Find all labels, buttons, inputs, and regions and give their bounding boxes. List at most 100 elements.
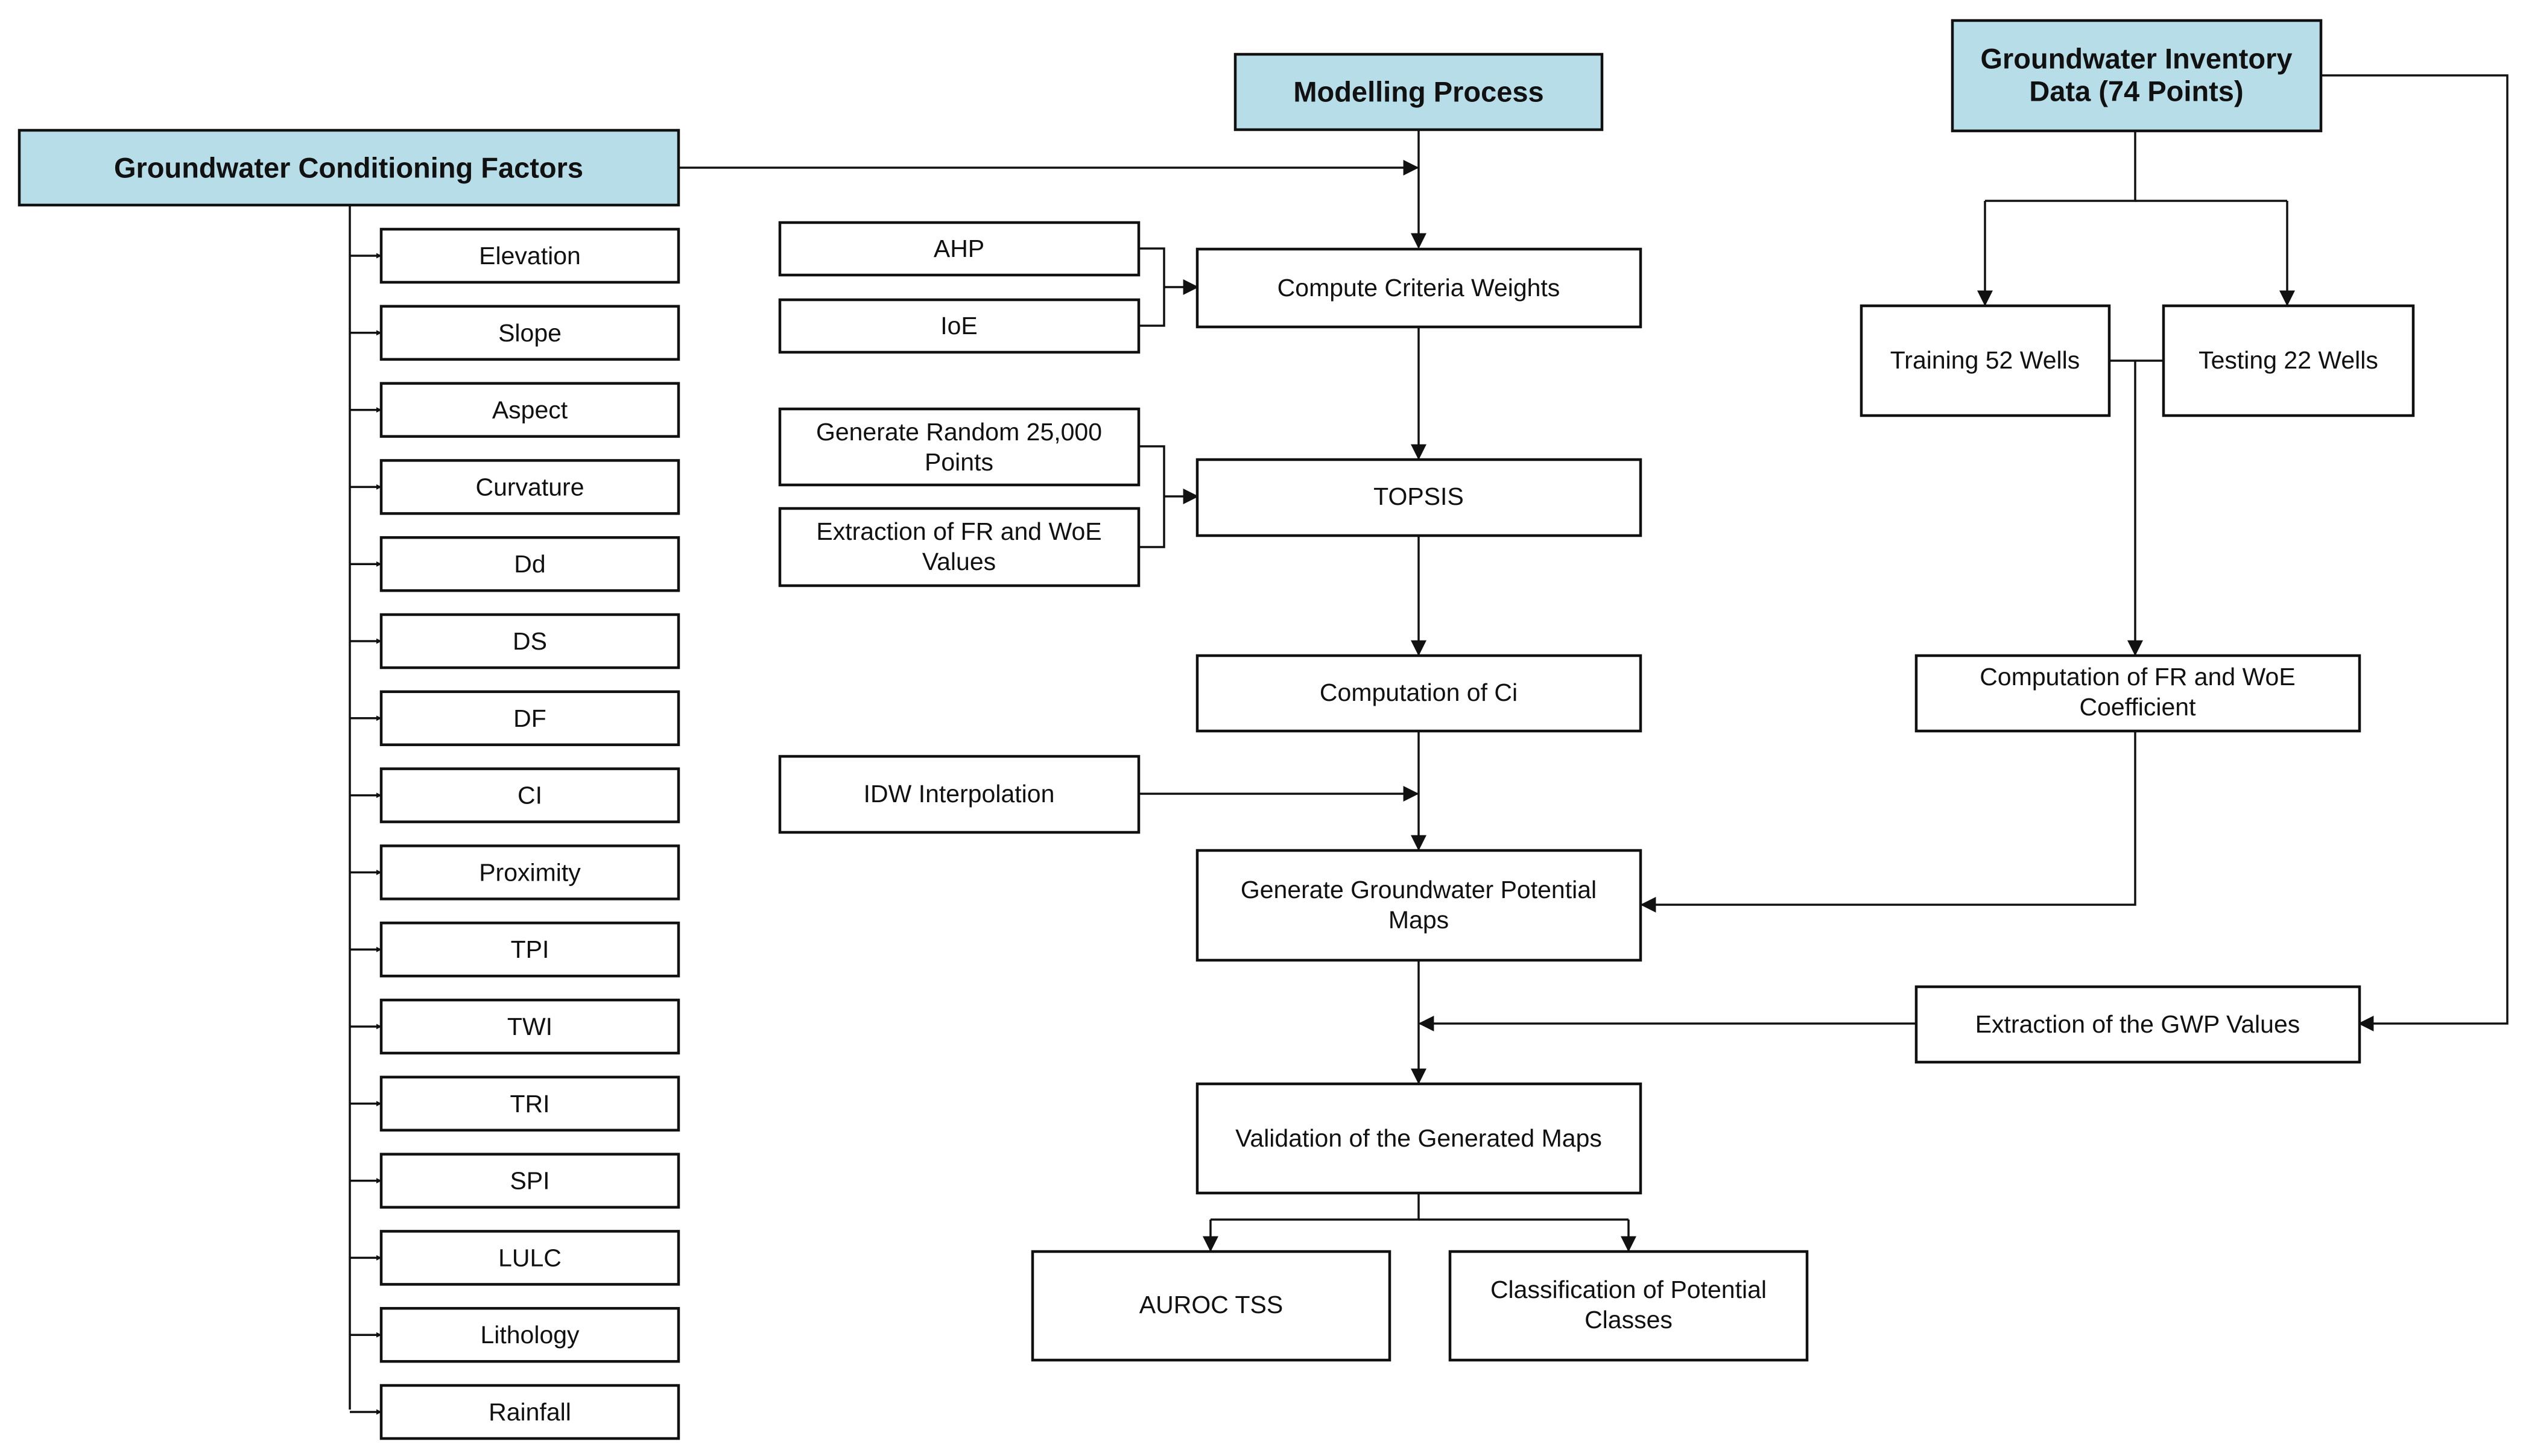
factor-spi: SPI xyxy=(379,1153,680,1209)
factor-slope: Slope xyxy=(379,305,680,361)
factor-label: Dd xyxy=(514,550,545,578)
header-conditioning-box xyxy=(17,128,680,207)
factor-curvature: Curvature xyxy=(379,459,680,515)
inventory-fr-woe-line2: Coefficient xyxy=(2080,693,2197,721)
factor-label: TPI xyxy=(511,935,549,963)
factor-lulc: LULC xyxy=(379,1230,680,1286)
factor-box xyxy=(379,305,680,361)
input-ahp: AHP xyxy=(778,221,1141,277)
factor-ci: CI xyxy=(379,767,680,823)
output-classification-line1: Classification of Potential xyxy=(1490,1276,1767,1303)
inventory-testing-box xyxy=(2162,304,2415,417)
factor-box xyxy=(379,844,680,901)
input-extraction-values: Extraction of FR and WoE Values xyxy=(778,507,1141,587)
factor-tpi: TPI xyxy=(379,921,680,978)
inventory-testing: Testing 22 Wells xyxy=(2162,304,2415,417)
header-inventory-label-line2: Data (74 Points) xyxy=(2029,75,2243,107)
factor-box xyxy=(379,767,680,823)
input-random-points: Generate Random 25,000 Points xyxy=(778,407,1141,487)
inventory-fr-woe-box xyxy=(1914,654,2361,733)
input-ahp-box xyxy=(778,221,1141,277)
process-ci-label: Computation of Ci xyxy=(1320,679,1518,706)
connector-validation-split xyxy=(1211,1193,1420,1221)
header-conditioning-label: Groundwater Conditioning Factors xyxy=(114,152,583,184)
factor-label: DS xyxy=(513,627,547,655)
connector-ahp-ioe-bracket xyxy=(1139,247,1165,327)
process-topsis-box xyxy=(1195,458,1642,537)
factor-label: Curvature xyxy=(475,473,584,501)
output-auroc: AUROC TSS xyxy=(1031,1250,1391,1362)
header-modelling: Modelling Process xyxy=(1233,52,1604,131)
factor-proximity: Proximity xyxy=(379,844,680,901)
input-ioe: IoE xyxy=(778,298,1141,354)
factor-tri: TRI xyxy=(379,1075,680,1132)
input-ahp-label: AHP xyxy=(934,235,984,262)
factor-box xyxy=(379,1153,680,1209)
input-ioe-box xyxy=(778,298,1141,354)
connector-fr-woe-to-gwp xyxy=(1640,731,2136,913)
factor-box xyxy=(379,998,680,1055)
factor-box xyxy=(379,690,680,747)
process-criteria-weights-box xyxy=(1195,247,1642,329)
input-random-points-line2: Points xyxy=(925,448,993,476)
connector-inventory-split xyxy=(1985,131,2136,202)
factor-box xyxy=(379,536,680,592)
factor-box xyxy=(379,921,680,978)
connector-random-extraction-bracket xyxy=(1139,445,1165,548)
input-idw-box xyxy=(778,755,1141,834)
input-extraction-values-line2: Values xyxy=(922,548,996,575)
process-validation: Validation of the Generated Maps xyxy=(1195,1082,1642,1195)
process-gwp-maps-line1: Generate Groundwater Potential xyxy=(1241,876,1597,904)
inventory-fr-woe-line1: Computation of FR and WoE xyxy=(1980,663,2295,691)
factor-box xyxy=(379,613,680,669)
input-ioe-label: IoE xyxy=(940,312,978,340)
factor-label: Rainfall xyxy=(489,1398,571,1426)
inventory-training-box xyxy=(1860,304,2111,417)
factor-box xyxy=(379,459,680,515)
header-modelling-label: Modelling Process xyxy=(1293,76,1543,108)
factor-box xyxy=(379,382,680,438)
process-topsis-label: TOPSIS xyxy=(1373,483,1464,510)
input-idw: IDW Interpolation xyxy=(778,755,1141,834)
factor-rainfall: Rainfall xyxy=(379,1384,680,1440)
output-classification-box xyxy=(1448,1250,1809,1362)
process-criteria-weights-label: Compute Criteria Weights xyxy=(1277,274,1560,302)
factor-label: LULC xyxy=(498,1244,562,1271)
process-gwp-maps-line2: Maps xyxy=(1388,906,1449,934)
process-ci-box xyxy=(1195,654,1642,733)
output-classification-line2: Classes xyxy=(1584,1306,1673,1334)
connectors xyxy=(349,74,2509,1415)
process-validation-label: Validation of the Generated Maps xyxy=(1235,1124,1602,1152)
process-topsis: TOPSIS xyxy=(1195,458,1642,537)
factor-box xyxy=(379,1075,680,1132)
input-random-points-line1: Generate Random 25,000 xyxy=(816,418,1102,446)
factor-label: Aspect xyxy=(492,396,568,424)
inventory-testing-label: Testing 22 Wells xyxy=(2199,346,2378,374)
factor-dd: Dd xyxy=(379,536,680,592)
process-validation-box xyxy=(1195,1082,1642,1195)
factor-branches xyxy=(350,253,382,1415)
factor-label: TWI xyxy=(507,1013,552,1040)
factor-lithology: Lithology xyxy=(379,1306,680,1363)
inventory-gwp-values-label: Extraction of the GWP Values xyxy=(1975,1010,2300,1038)
inventory-gwp-values-box xyxy=(1914,985,2361,1064)
output-auroc-label: AUROC TSS xyxy=(1139,1291,1283,1318)
factor-label: CI xyxy=(518,782,542,809)
header-inventory-box xyxy=(1951,19,2323,133)
factor-ds: DS xyxy=(379,613,680,669)
inventory-training-label: Training 52 Wells xyxy=(1890,346,2080,374)
factor-label: Lithology xyxy=(480,1321,580,1349)
factor-label: TRI xyxy=(510,1090,549,1118)
input-extraction-values-box xyxy=(778,507,1141,587)
factor-box xyxy=(379,1384,680,1440)
factor-label: SPI xyxy=(510,1167,549,1195)
inventory-fr-woe: Computation of FR and WoE Coefficient xyxy=(1914,654,2361,733)
output-classification: Classification of Potential Classes xyxy=(1448,1250,1809,1362)
factor-elevation: Elevation xyxy=(379,227,680,284)
factor-df: DF xyxy=(379,690,680,747)
process-gwp-maps: Generate Groundwater Potential Maps xyxy=(1195,849,1642,962)
header-conditioning: Groundwater Conditioning Factors xyxy=(17,128,680,207)
factor-label: Elevation xyxy=(479,242,581,270)
